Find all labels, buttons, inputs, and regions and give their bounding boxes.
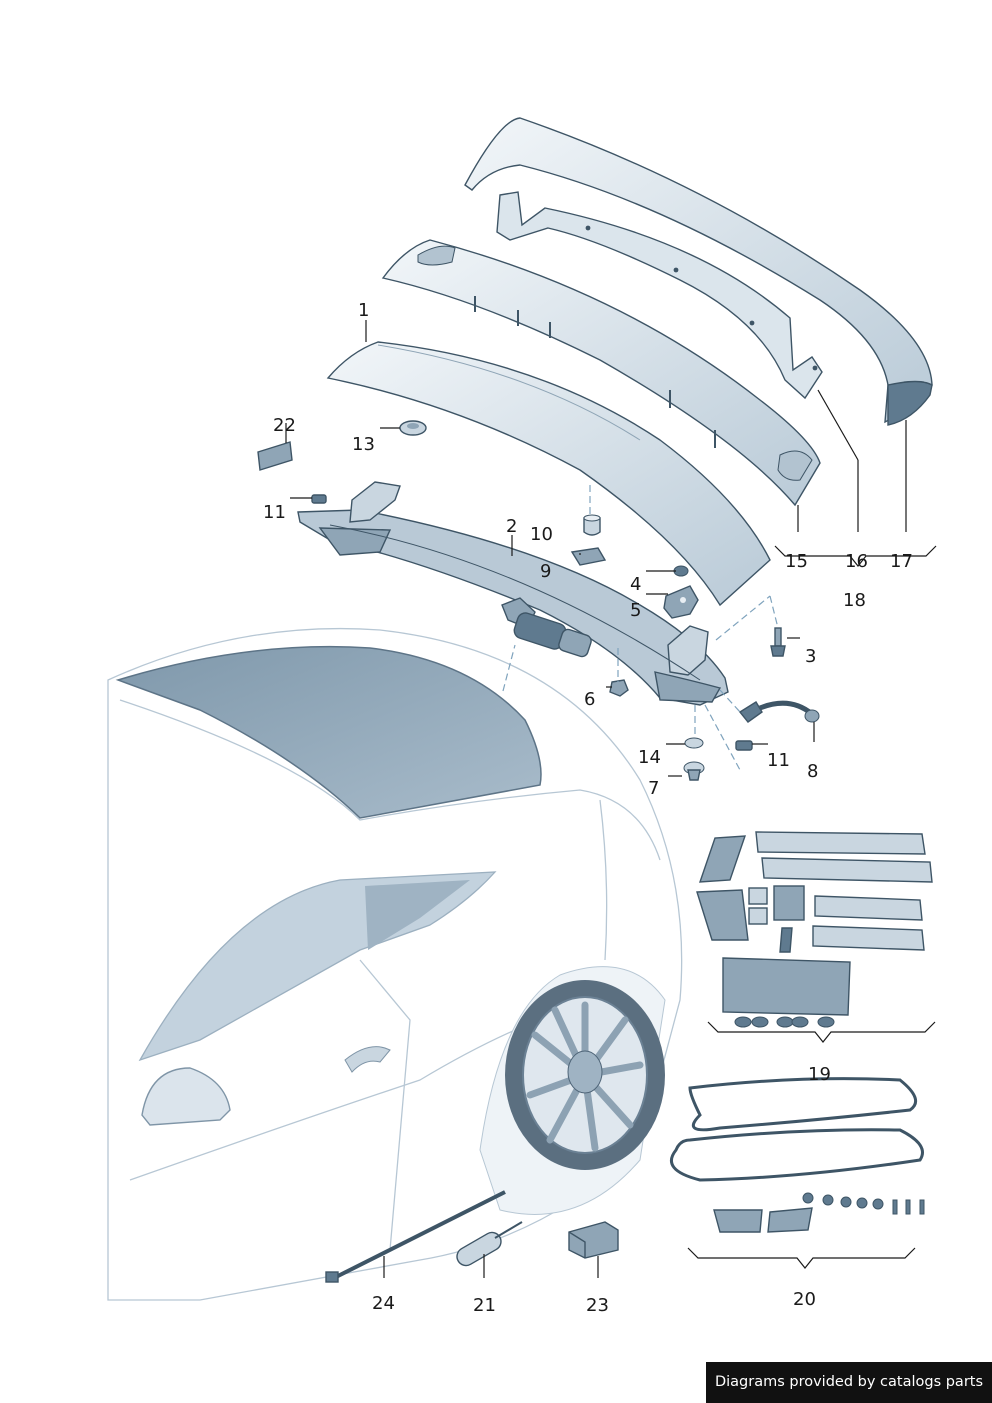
callout-2: 2 <box>506 516 517 537</box>
callout-8: 8 <box>807 761 818 782</box>
callout-9: 9 <box>540 561 551 582</box>
wing-support-16 <box>496 191 823 400</box>
callout-4: 4 <box>630 574 641 595</box>
clip-11-upper <box>311 494 327 504</box>
nut-4 <box>673 565 689 577</box>
spoiler-frame-2 <box>297 481 729 706</box>
credit-banner: Diagrams provided by catalogs parts <box>706 1362 992 1403</box>
clip-11-lower <box>735 740 753 751</box>
grommet-13 <box>399 420 427 436</box>
car-body <box>107 627 683 1301</box>
callout-11-lower: 11 <box>767 750 790 771</box>
guide-lines <box>502 485 779 771</box>
bracket-5 <box>663 585 699 619</box>
washer-14 <box>684 737 704 749</box>
actuator-motor <box>501 597 592 658</box>
callout-24: 24 <box>372 1293 395 1314</box>
cable-tie-24 <box>325 1190 506 1283</box>
buffer-10 <box>583 514 601 536</box>
rear-window <box>115 645 542 819</box>
callout-16: 16 <box>845 551 868 572</box>
rear-spoiler-1 <box>326 341 771 607</box>
callout-13: 13 <box>352 434 375 455</box>
fastener-set-20 <box>713 1192 925 1233</box>
grommet-7 <box>683 761 705 781</box>
cable-harness-8 <box>738 700 820 723</box>
callout-7: 7 <box>648 778 659 799</box>
label-22 <box>257 441 293 471</box>
callout-11-upper: 11 <box>263 502 286 523</box>
callout-3: 3 <box>805 646 816 667</box>
callout-18: 18 <box>843 590 866 611</box>
callout-15: 15 <box>785 551 808 572</box>
callout-17: 17 <box>890 551 913 572</box>
nut-6 <box>609 679 629 697</box>
rear-wing-17 <box>464 117 933 426</box>
callout-23: 23 <box>586 1295 609 1316</box>
callout-14: 14 <box>638 747 661 768</box>
callout-6: 6 <box>584 689 595 710</box>
wheel <box>505 980 665 1170</box>
seal-cord-19 <box>670 1077 924 1182</box>
pad-9 <box>570 547 607 566</box>
callout-1: 1 <box>358 300 369 321</box>
grease-tube-21 <box>456 1221 523 1267</box>
spoiler-panel-15 <box>381 239 821 507</box>
bolt-3 <box>770 627 786 657</box>
callout-10: 10 <box>530 524 553 545</box>
door-handle <box>344 1046 391 1073</box>
leader-lines <box>285 320 937 1278</box>
callout-22: 22 <box>273 415 296 436</box>
connector-23 <box>568 1221 619 1259</box>
callout-numbers: 1 2 3 4 5 6 7 8 9 10 11 11 13 14 15 16 1… <box>263 300 913 1316</box>
callout-21: 21 <box>473 1295 496 1316</box>
callout-19: 19 <box>808 1064 831 1085</box>
side-mirror <box>141 1067 231 1126</box>
seal-kit-parts <box>696 831 933 1028</box>
callout-5: 5 <box>630 600 641 621</box>
callout-20: 20 <box>793 1289 816 1310</box>
